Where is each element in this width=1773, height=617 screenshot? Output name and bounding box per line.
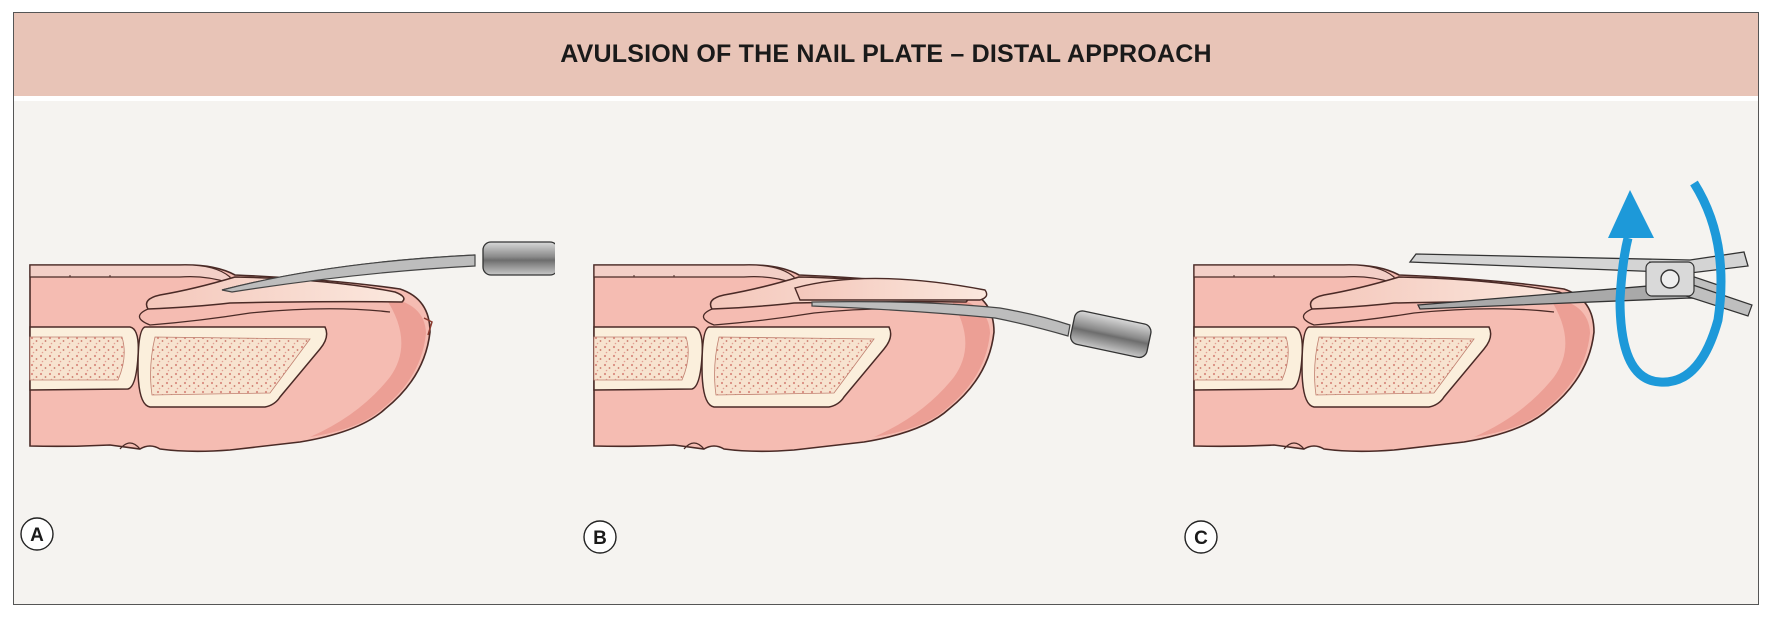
fingertip-a xyxy=(29,264,431,453)
panel-label-c: C xyxy=(1194,528,1208,549)
figure-header: AVULSION OF THE NAIL PLATE – DISTAL APPR… xyxy=(14,13,1758,101)
panel-label-circle-b xyxy=(583,520,617,554)
panel-label-circle-a xyxy=(20,517,54,551)
elevator-handle-b xyxy=(1069,310,1152,359)
panel-label-a: A xyxy=(30,525,44,546)
forceps-pivot xyxy=(1660,269,1680,289)
elevator-shaft-b xyxy=(811,301,1071,337)
fingertip-c xyxy=(1193,264,1595,453)
panel-label-circle-c xyxy=(1184,520,1218,554)
rotation-arrow-icon xyxy=(1615,180,1726,387)
elevator-handle-a xyxy=(482,241,559,276)
panel-c: C xyxy=(1184,180,1753,554)
panel-label-b: B xyxy=(593,528,607,549)
figure-title: AVULSION OF THE NAIL PLATE – DISTAL APPR… xyxy=(560,40,1212,68)
panel-a: A xyxy=(20,241,561,551)
elevator-shaft-a xyxy=(221,254,476,293)
panel-b: B xyxy=(583,264,1152,554)
rotation-arrowhead-icon xyxy=(1608,190,1654,238)
forceps-upper-jaw xyxy=(1408,251,1749,274)
